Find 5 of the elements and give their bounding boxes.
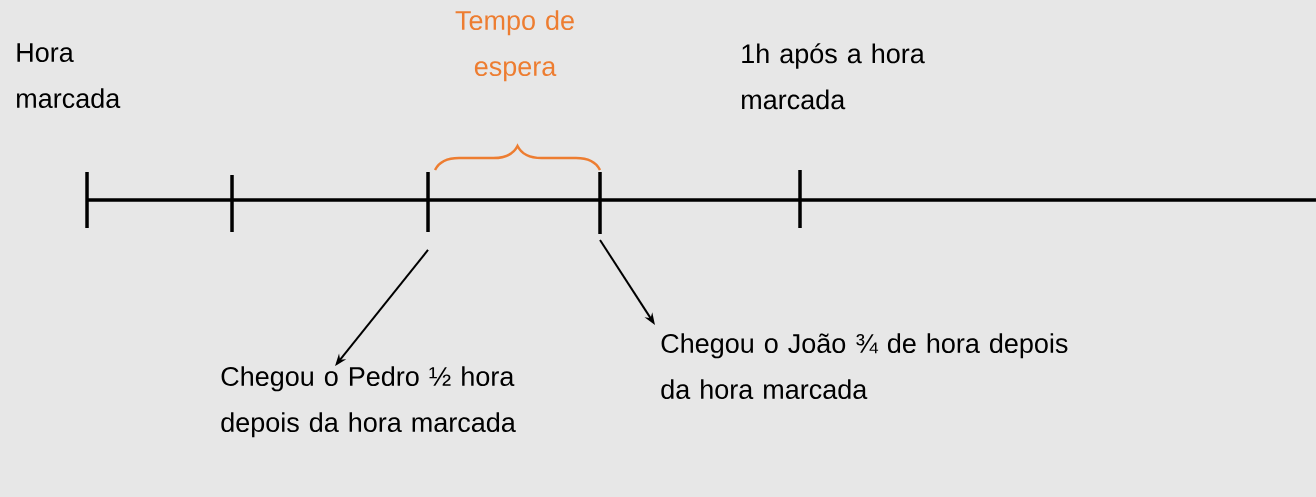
time-label: 1h após a hora marcada: [742, 43, 925, 110]
time-label: Hora marcada: [17, 43, 121, 109]
annotation-text: Chegou o Pedro ½ hora depois da hora marcada: [221, 366, 516, 438]
annotation-text: Chegou o João ¾ de hora depois da hora marcada: [661, 333, 1068, 399]
waiting-time-label: Tempo de espera: [455, 10, 574, 82]
